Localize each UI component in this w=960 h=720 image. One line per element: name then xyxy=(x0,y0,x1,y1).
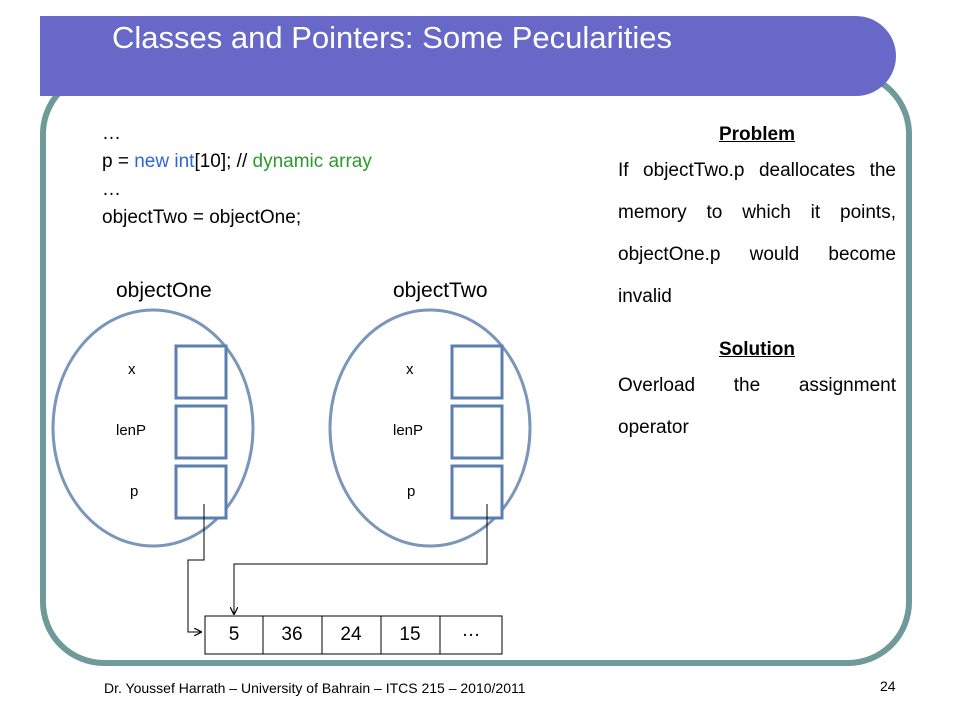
solution-section: Solution Overload the assignment operato… xyxy=(618,335,896,449)
code-line-4: objectTwo = objectOne; xyxy=(102,207,302,228)
object-two-pointer-arrow xyxy=(234,504,488,614)
code-block: … p = new int[10]; // dynamic array … ob… xyxy=(102,120,372,232)
array-cell: 24 xyxy=(340,624,362,645)
array-cell: 36 xyxy=(281,624,303,645)
problem-text: If objectTwo.p deallocates the memory to… xyxy=(618,160,896,307)
object-two-field-x: x xyxy=(406,361,414,378)
object-two-p-box xyxy=(450,464,504,520)
code-line-3: … xyxy=(102,179,121,200)
solution-heading: Solution xyxy=(719,339,795,360)
object-one-field-p: p xyxy=(130,483,139,500)
problem-heading: Problem xyxy=(718,124,796,145)
object-one-x-box xyxy=(174,344,228,400)
code-line-1: … xyxy=(102,123,121,144)
array-cell-ellipsis: … xyxy=(461,620,481,641)
footer-text: Dr. Youssef Harrath – University of Bahr… xyxy=(104,680,526,696)
code-comment: dynamic array xyxy=(252,151,372,172)
object-two-x-box xyxy=(450,344,504,400)
code-line-2: p = new int[10]; // dynamic array xyxy=(102,148,372,176)
array-cell: 15 xyxy=(399,624,421,645)
object-two-lenp-box xyxy=(450,404,504,460)
object-one-p-box xyxy=(174,464,228,520)
array-cell-box xyxy=(439,615,503,655)
array-cell-box xyxy=(380,615,441,655)
title-bar xyxy=(40,16,896,96)
object-two-ellipse xyxy=(328,308,532,548)
object-two-field-lenp: lenP xyxy=(393,422,424,439)
object-one-field-x: x xyxy=(128,361,136,378)
object-one-lenp-box xyxy=(174,404,228,460)
object-two-field-p: p xyxy=(407,483,416,500)
code-text: p = xyxy=(102,151,135,172)
slide-title: Classes and Pointers: Some Pecularities xyxy=(112,20,672,55)
problem-section: Problem If objectTwo.p deallocates the m… xyxy=(618,120,896,318)
solution-text: Overload the assignment operator xyxy=(618,375,896,438)
array-cell: 5 xyxy=(228,624,240,645)
page-number: 24 xyxy=(880,678,896,694)
object-one-pointer-arrow xyxy=(187,504,205,632)
code-text: [10]; // xyxy=(194,151,253,172)
code-keyword: new int xyxy=(134,151,195,172)
object-two-label: objectTwo xyxy=(393,279,488,302)
object-one-label: objectOne xyxy=(116,279,212,302)
array-cell-box xyxy=(204,615,264,655)
object-one-ellipse xyxy=(51,308,255,548)
object-one-field-lenp: lenP xyxy=(116,422,147,439)
array-cell-box xyxy=(321,615,382,655)
